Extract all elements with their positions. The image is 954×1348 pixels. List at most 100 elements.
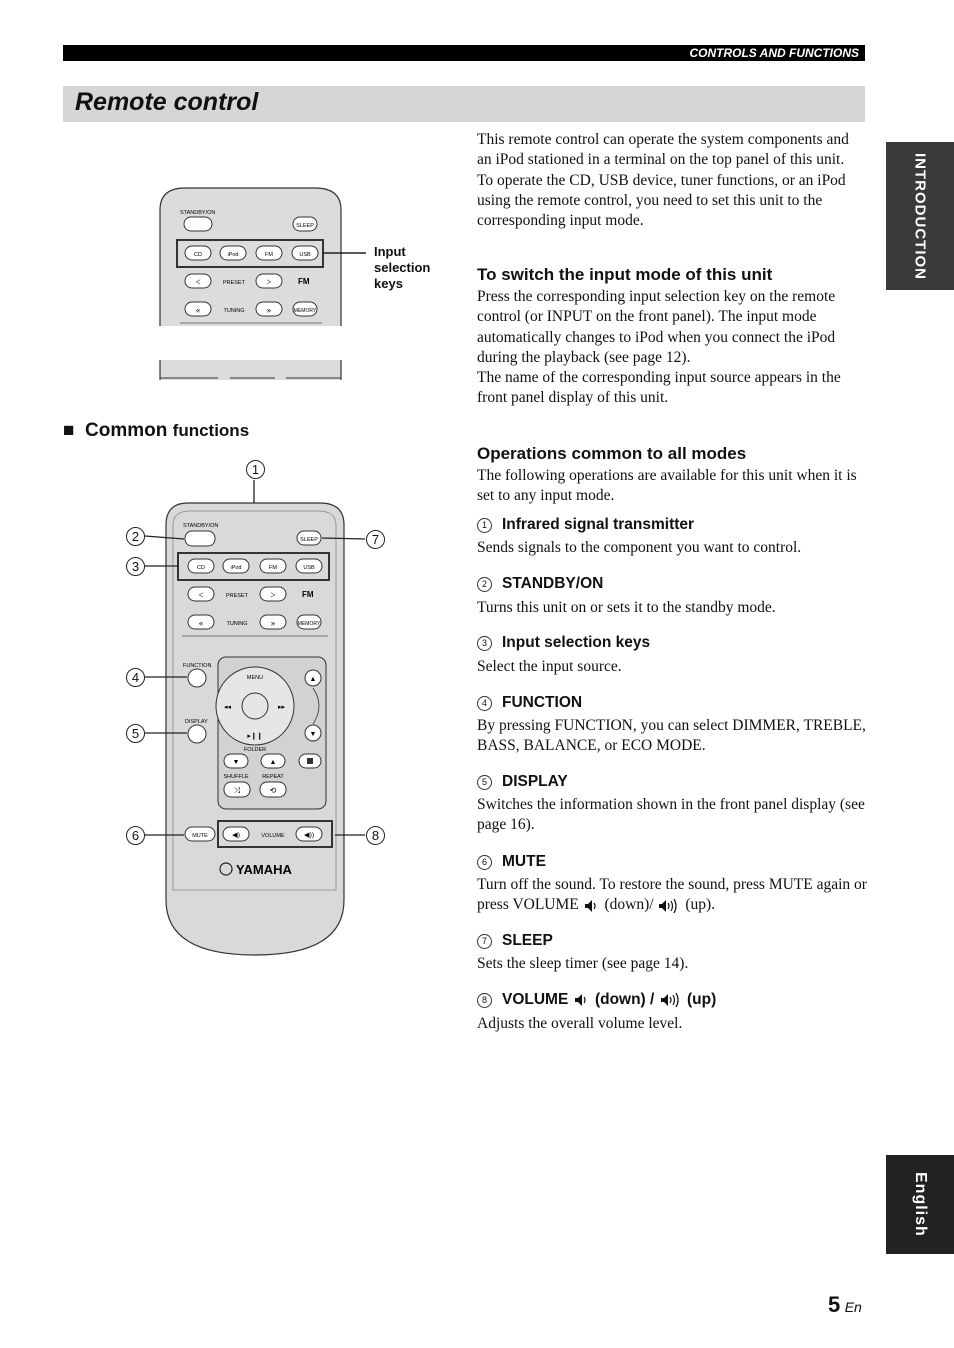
callout-num-5: 5 bbox=[126, 724, 145, 743]
page-title: Remote control bbox=[75, 88, 259, 116]
fig1-tuning-label: TUNING bbox=[223, 308, 244, 314]
callout-num-4: 4 bbox=[126, 668, 145, 687]
fig2-folder-label: FOLDER bbox=[244, 747, 266, 753]
fig2-standby-label: STANDBY/ON bbox=[183, 523, 218, 529]
svg-text:▲: ▲ bbox=[310, 675, 317, 683]
fig2-sleep-button bbox=[296, 530, 322, 546]
svg-text:«: « bbox=[196, 305, 201, 315]
fig1-usb-label: USB bbox=[299, 252, 311, 258]
fig2-volume-label: VOLUME bbox=[261, 833, 285, 839]
svg-text:>: > bbox=[270, 590, 275, 600]
item-7-desc: Sets the sleep timer (see page 14). bbox=[477, 955, 689, 972]
svg-text:>: > bbox=[266, 277, 271, 287]
fig2-repeat-label: REPEAT bbox=[262, 774, 284, 780]
svg-text:◀): ◀) bbox=[232, 831, 240, 839]
section-label: CONTROLS AND FUNCTIONS bbox=[689, 46, 859, 60]
svg-text:◀)): ◀)) bbox=[304, 831, 315, 839]
fig2-mute-label: MUTE bbox=[192, 833, 208, 839]
svg-text:⟲: ⟲ bbox=[270, 786, 277, 795]
fig2-mute-button bbox=[184, 826, 216, 842]
svg-text:<: < bbox=[198, 590, 203, 600]
intro-paragraph-1: This remote control can operate the syst… bbox=[477, 131, 849, 169]
fig2-function-label: FUNCTION bbox=[183, 663, 211, 669]
callout-line-3: keys bbox=[374, 276, 403, 291]
fig2-sleep-label: SLEEP bbox=[300, 537, 318, 543]
callout-line-2: selection bbox=[374, 260, 431, 275]
switch-text: Press the corresponding input selection … bbox=[477, 287, 867, 409]
item-3-heading: 3 Input selection keys bbox=[477, 634, 650, 652]
ops-intro: The following operations are available f… bbox=[477, 467, 857, 505]
title-bar: Remote control bbox=[63, 86, 865, 122]
fig2-display-button bbox=[187, 724, 207, 744]
callout-num-8: 8 bbox=[366, 826, 385, 845]
fig1-memory-label: MEMORY bbox=[294, 308, 317, 314]
fig1-preset-label: PRESET bbox=[223, 280, 246, 286]
volume-up-icon bbox=[659, 898, 678, 914]
fig1-cd-label: CD bbox=[194, 252, 202, 258]
switch-heading: To switch the input mode of this unit bbox=[477, 265, 773, 284]
callout-lines bbox=[144, 480, 366, 836]
item-1-desc: Sends signals to the component you want … bbox=[477, 539, 802, 556]
item-1-heading: 1 Infrared signal transmitter bbox=[477, 516, 694, 534]
remote-full-figure: STANDBY/ON SLEEP CD iPod FM USB < PRESET… bbox=[165, 502, 345, 956]
callout-num-3: 3 bbox=[126, 557, 145, 576]
intro-paragraph-2: To operate the CD, USB device, tuner fun… bbox=[477, 171, 846, 230]
header-bar: CONTROLS AND FUNCTIONS bbox=[63, 45, 865, 61]
ops-heading: Operations common to all modes bbox=[477, 444, 747, 463]
fig2-display-label: DISPLAY bbox=[185, 719, 208, 725]
item-4-desc: By pressing FUNCTION, you can select DIM… bbox=[477, 717, 866, 755]
fig1-standby-label: STANDBY/ON bbox=[180, 210, 215, 216]
callout-num-1: 1 bbox=[246, 460, 265, 479]
item-8-desc: Adjusts the overall volume level. bbox=[477, 1015, 683, 1032]
item-6-heading: 6 MUTE bbox=[477, 853, 546, 871]
fig1-sleep-label: SLEEP bbox=[296, 223, 314, 229]
fig1-standby-button bbox=[183, 216, 213, 232]
fig2-cd-label: CD bbox=[197, 565, 205, 571]
svg-text:<: < bbox=[195, 277, 200, 287]
tab-english[interactable]: English bbox=[886, 1155, 954, 1254]
fig1-fm-band-label: FM bbox=[298, 277, 310, 286]
item-3-desc: Select the input source. bbox=[477, 658, 622, 675]
fig2-memory-label: MEMORY bbox=[298, 621, 321, 627]
svg-text:▼: ▼ bbox=[310, 730, 317, 738]
volume-down-icon bbox=[574, 994, 586, 1006]
fig1-ipod-label: iPod bbox=[227, 252, 238, 258]
yamaha-logo-icon bbox=[219, 862, 233, 876]
svg-text:▲: ▲ bbox=[270, 758, 277, 766]
fig2-ipod-label: iPod bbox=[230, 565, 241, 571]
item-4-heading: 4 FUNCTION bbox=[477, 694, 582, 712]
item-5-heading: 5 DISPLAY bbox=[477, 773, 568, 791]
callout-num-2: 2 bbox=[126, 527, 145, 546]
common-functions-heading: ■ Common functions bbox=[63, 420, 250, 441]
svg-text:⤨: ⤨ bbox=[234, 786, 241, 795]
page-number: 5 En bbox=[828, 1292, 862, 1317]
fig2-usb-label: USB bbox=[303, 565, 315, 571]
volume-down-icon bbox=[584, 899, 596, 912]
svg-text:▼: ▼ bbox=[233, 758, 240, 766]
fig2-brand-label: YAMAHA bbox=[236, 862, 292, 877]
svg-text:»: » bbox=[267, 305, 272, 315]
svg-text:◂◂: ◂◂ bbox=[224, 703, 232, 711]
volume-up-icon bbox=[660, 992, 679, 1008]
callout-line-1: Input bbox=[374, 244, 406, 259]
switch-paragraph-1: Press the corresponding input selection … bbox=[477, 288, 836, 366]
item-5-desc: Switches the information shown in the fr… bbox=[477, 796, 865, 834]
fig1-fm-label: FM bbox=[265, 252, 273, 258]
fig2-shuffle-label: SHUFFLE bbox=[223, 774, 248, 780]
fig1-sleep-button bbox=[292, 216, 318, 232]
intro-text: This remote control can operate the syst… bbox=[477, 130, 867, 231]
fig2-fm-band-label: FM bbox=[302, 590, 314, 599]
item-6-desc: Turn off the sound. To restore the sound… bbox=[477, 876, 867, 914]
input-selection-callout: Input selection keys bbox=[374, 244, 430, 292]
callout-num-7: 7 bbox=[366, 530, 385, 549]
fig2-menu-label: MENU bbox=[247, 675, 263, 681]
fig2-tuning-label: TUNING bbox=[226, 621, 247, 627]
item-8-heading: 8 VOLUME (down) / (up) bbox=[477, 991, 716, 1009]
remote-partial-figure: STANDBY/ON SLEEP CD iPod FM USB < PRESET… bbox=[158, 187, 366, 380]
svg-text:»: » bbox=[271, 618, 276, 628]
fig2-function-button bbox=[187, 668, 207, 688]
tab-introduction[interactable]: INTRODUCTION bbox=[886, 142, 954, 290]
fig2-fm-label: FM bbox=[269, 565, 277, 571]
item-2-heading: 2 STANDBY/ON bbox=[477, 575, 603, 593]
item-2-desc: Turns this unit on or sets it to the sta… bbox=[477, 599, 776, 616]
